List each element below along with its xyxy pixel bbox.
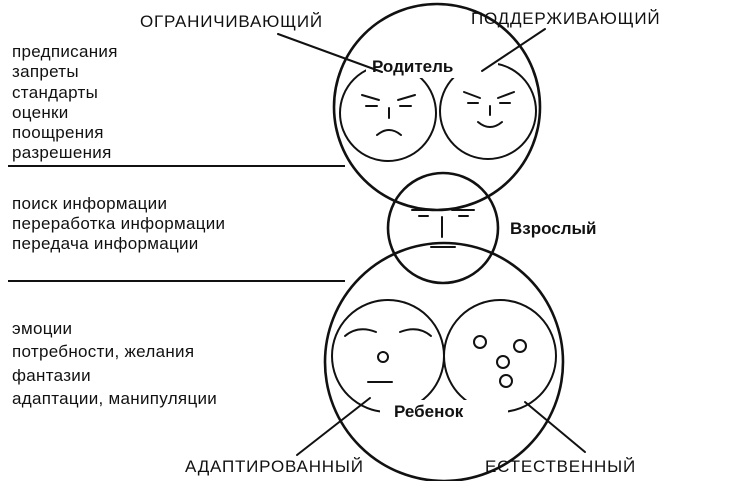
restricting-pointer-line xyxy=(277,33,383,73)
parent-label-bg xyxy=(366,56,498,78)
stern-face-icon xyxy=(361,94,416,136)
child-function-item: адаптации, манипуляции xyxy=(12,389,217,408)
adult-function-item: передача информации xyxy=(12,234,199,253)
adult-circle xyxy=(386,171,500,285)
adult-function-item: поиск информации xyxy=(12,194,167,213)
caring-face-icon xyxy=(463,91,515,128)
parent-supporting-caption: ПОДДЕРЖИВАЮЩИЙ xyxy=(471,9,660,28)
child-outer-circle xyxy=(323,241,565,481)
parent-functions-list: предписания запреты стандарты оценки поо… xyxy=(12,42,118,162)
adult-ego-state: Взрослый xyxy=(386,171,597,285)
supporting-pointer-line xyxy=(481,28,546,72)
parent-function-item: поощрения xyxy=(12,123,104,142)
parent-function-item: запреты xyxy=(12,62,79,81)
parent-restricting-caption: ОГРАНИЧИВАЮЩИЙ xyxy=(140,12,323,31)
adapted-pointer-line xyxy=(296,397,371,456)
child-function-item: потребности, желания xyxy=(12,342,194,361)
child-function-item: фантазии xyxy=(12,366,91,385)
anxious-face-icon xyxy=(344,328,432,383)
child-label: Ребенок xyxy=(394,402,464,421)
parent-function-item: оценки xyxy=(12,103,69,122)
parent-function-item: стандарты xyxy=(12,83,98,102)
parent-ego-state: Родитель xyxy=(277,2,546,212)
child-ego-state: Ребенок xyxy=(296,241,586,481)
parent-function-item: предписания xyxy=(12,42,118,61)
child-adapted-caption: АДАПТИРОВАННЫЙ xyxy=(185,457,364,476)
natural-pointer-line xyxy=(524,401,586,453)
adult-functions-list: поиск информации переработка информации … xyxy=(12,194,225,253)
child-label-bg xyxy=(380,400,508,422)
parent-outer-circle xyxy=(332,2,542,212)
child-functions-list: эмоции потребности, желания фантазии ада… xyxy=(12,319,217,408)
neutral-face-icon xyxy=(411,209,475,248)
child-function-item: эмоции xyxy=(12,319,72,338)
child-natural-caption: ЕСТЕСТВЕННЫЙ xyxy=(485,457,636,476)
parent-function-item: разрешения xyxy=(12,143,112,162)
adult-function-item: переработка информации xyxy=(12,214,225,233)
adult-label: Взрослый xyxy=(510,219,597,238)
parent-label: Родитель xyxy=(372,57,453,76)
bubbles-face-icon xyxy=(473,335,527,388)
